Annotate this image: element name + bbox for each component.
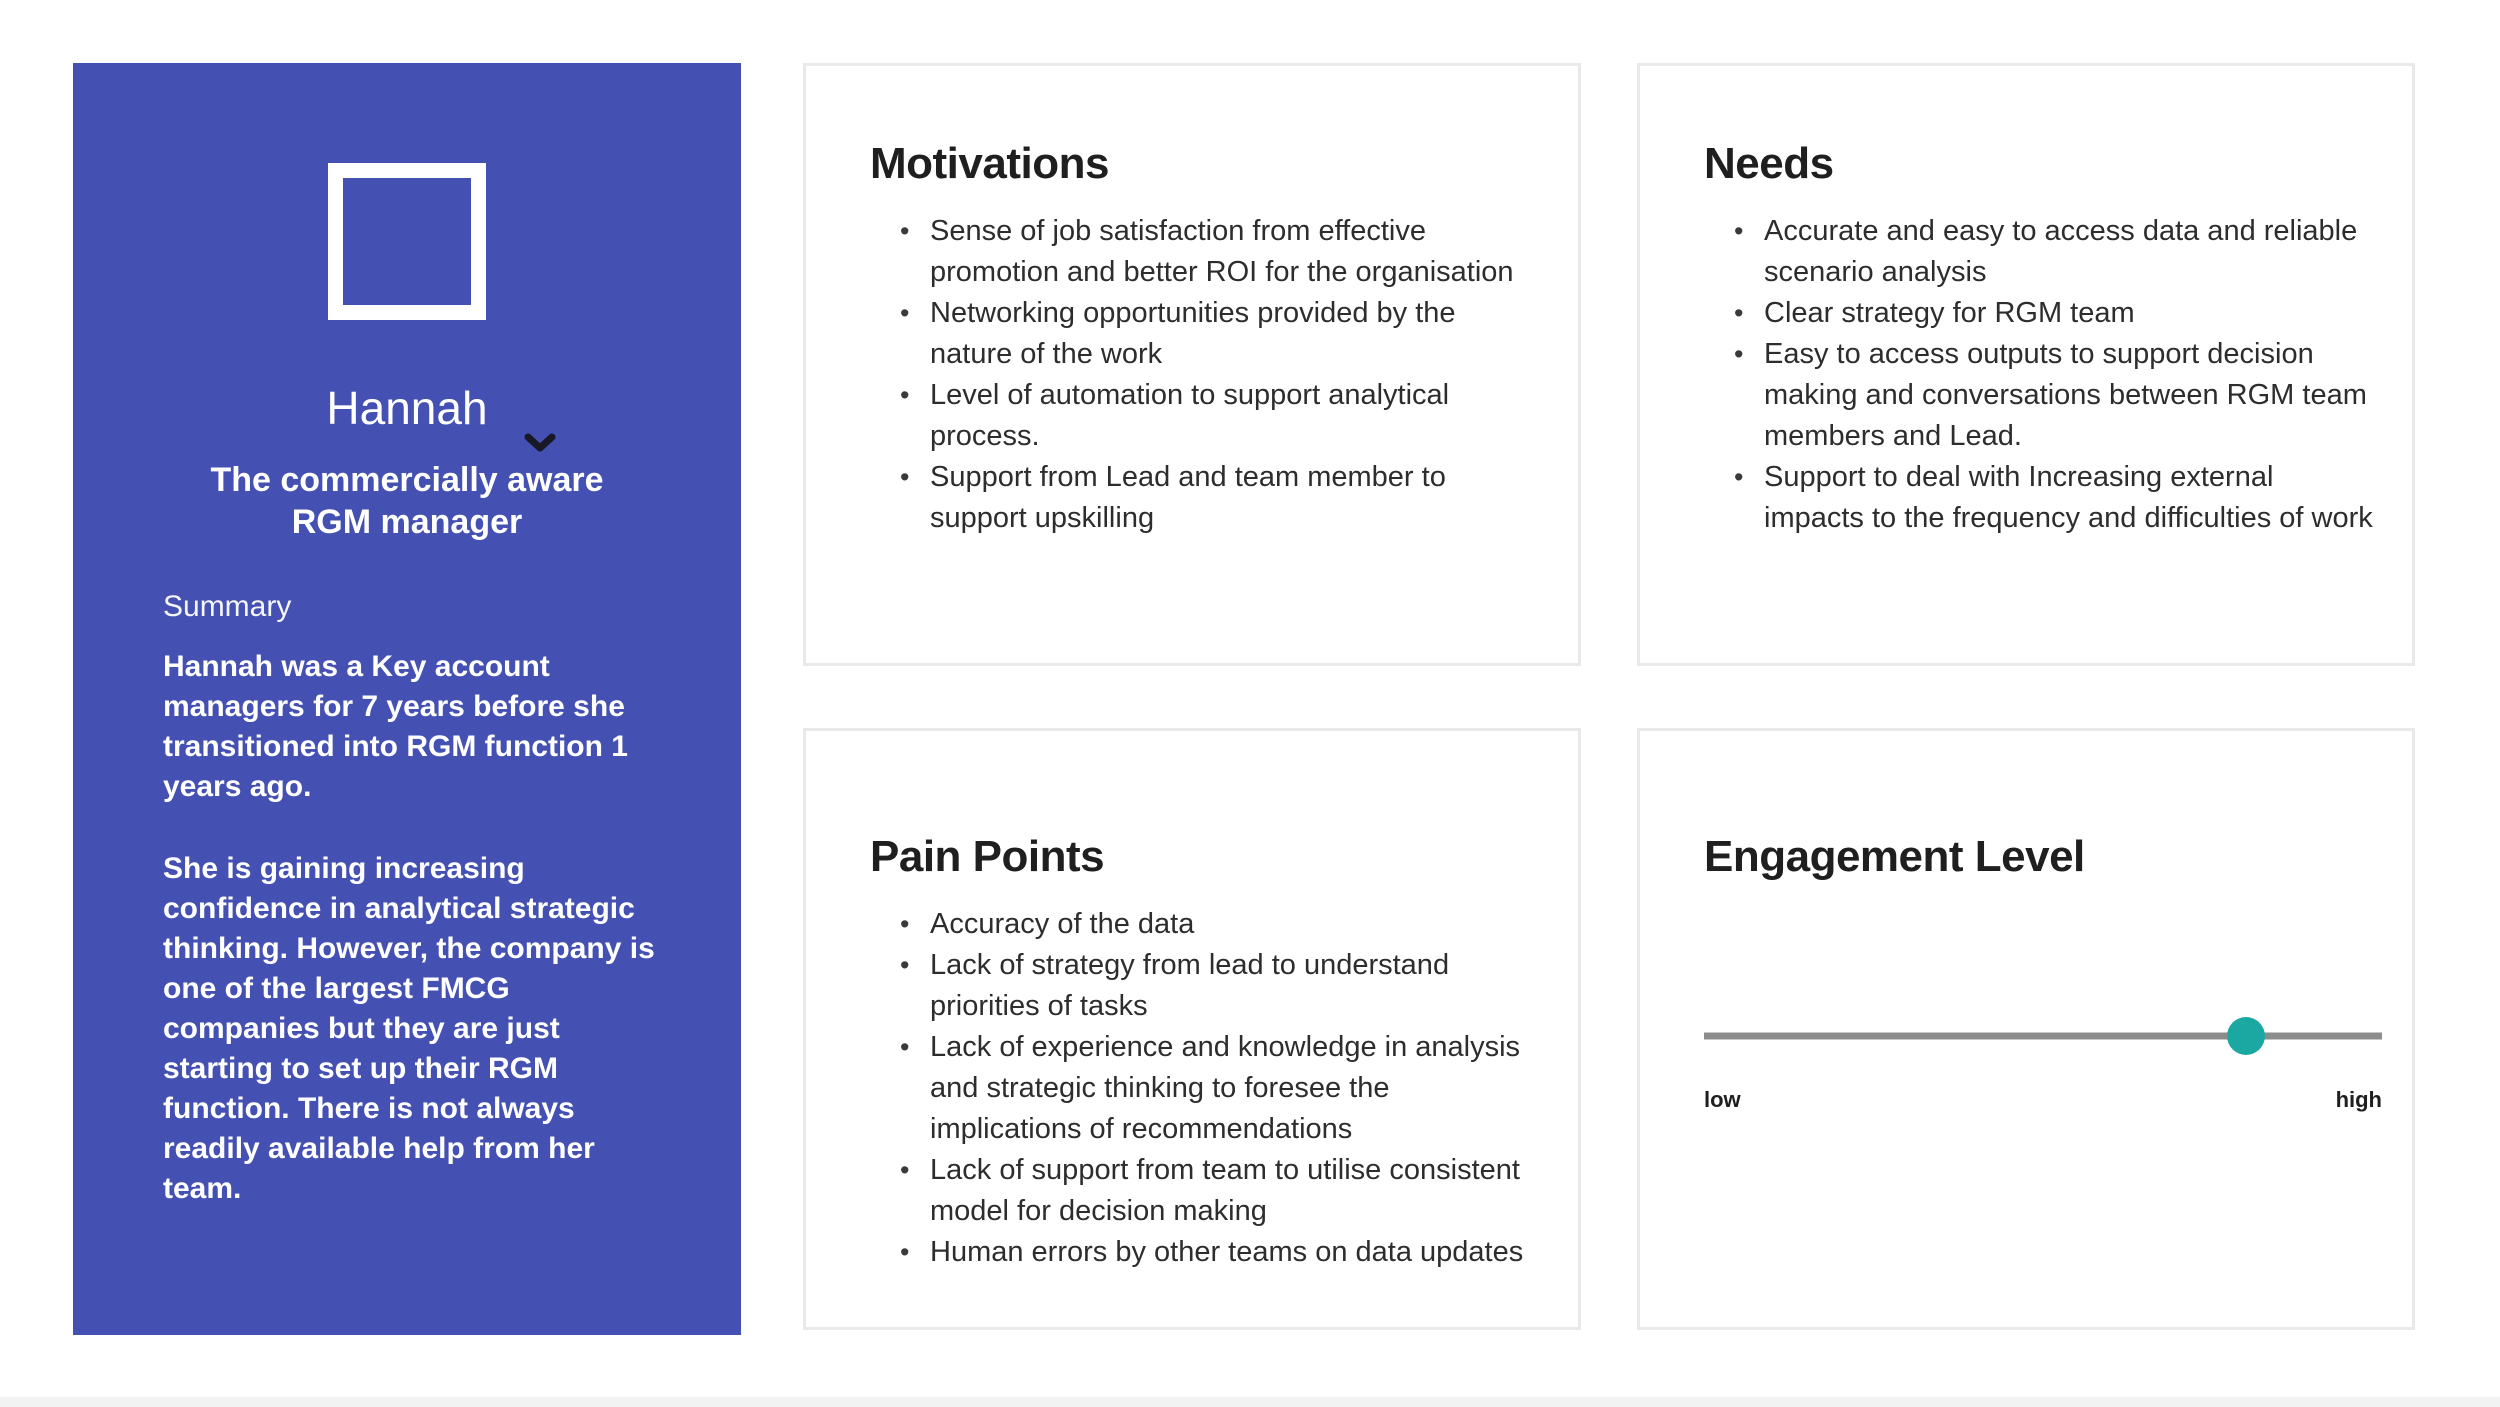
- engagement-card: Engagement Level low high: [1637, 728, 2415, 1330]
- slider-low-label: low: [1704, 1086, 1741, 1112]
- engagement-slider[interactable]: [1704, 1016, 2382, 1055]
- bullet-item: Networking opportunities provided by the…: [870, 293, 1542, 375]
- bullet-item: Accurate and easy to access data and rel…: [1704, 211, 2376, 293]
- slider-high-label: high: [2335, 1086, 2382, 1112]
- bullet-item: Support to deal with Increasing external…: [1704, 457, 2376, 539]
- bullet-item: Lack of support from team to utilise con…: [870, 1150, 1542, 1232]
- pain-points-title: Pain Points: [870, 832, 1105, 881]
- needs-list: Accurate and easy to access data and rel…: [1704, 211, 2376, 539]
- bullet-item: Human errors by other teams on data upda…: [870, 1232, 1542, 1273]
- persona-sidebar: Hannah The commercially aware RGM manage…: [73, 63, 741, 1335]
- footer-strip: [0, 1397, 2500, 1407]
- pain-points-list: Accuracy of the data Lack of strategy fr…: [870, 904, 1542, 1273]
- needs-card: Needs Accurate and easy to access data a…: [1637, 63, 2415, 666]
- summary-paragraph: She is gaining increasing confidence in …: [163, 852, 655, 1205]
- bullet-item: Lack of strategy from lead to understand…: [870, 945, 1542, 1027]
- pain-points-card: Pain Points Accuracy of the data Lack of…: [803, 728, 1581, 1330]
- summary-paragraph: Hannah was a Key account managers for 7 …: [163, 650, 628, 803]
- bullet-item: Clear strategy for RGM team: [1704, 293, 2376, 334]
- chevron-down-icon[interactable]: [523, 433, 557, 453]
- summary-label: Summary: [163, 590, 292, 623]
- persona-tagline: The commercially aware RGM manager: [210, 461, 604, 541]
- motivations-card: Motivations Sense of job satisfaction fr…: [803, 63, 1581, 666]
- bullet-item: Sense of job satisfaction from effective…: [870, 211, 1542, 293]
- bullet-item: Support from Lead and team member to sup…: [870, 457, 1542, 539]
- engagement-title: Engagement Level: [1704, 832, 2085, 881]
- motivations-title: Motivations: [870, 139, 1109, 188]
- persona-name: Hannah: [326, 382, 488, 434]
- avatar-placeholder-icon: [328, 163, 486, 320]
- summary-text: Hannah was a Key account managers for 7 …: [163, 647, 663, 1251]
- needs-title: Needs: [1704, 139, 1834, 188]
- engagement-slider-labels: low high: [1704, 1087, 2382, 1113]
- bullet-item: Easy to access outputs to support decisi…: [1704, 334, 2376, 457]
- bullet-item: Lack of experience and knowledge in anal…: [870, 1027, 1542, 1150]
- engagement-slider-knob[interactable]: [2227, 1016, 2266, 1055]
- motivations-list: Sense of job satisfaction from effective…: [870, 211, 1542, 539]
- engagement-slider-track[interactable]: [1704, 1032, 2382, 1040]
- bullet-item: Level of automation to support analytica…: [870, 375, 1542, 457]
- bullet-item: Accuracy of the data: [870, 904, 1542, 945]
